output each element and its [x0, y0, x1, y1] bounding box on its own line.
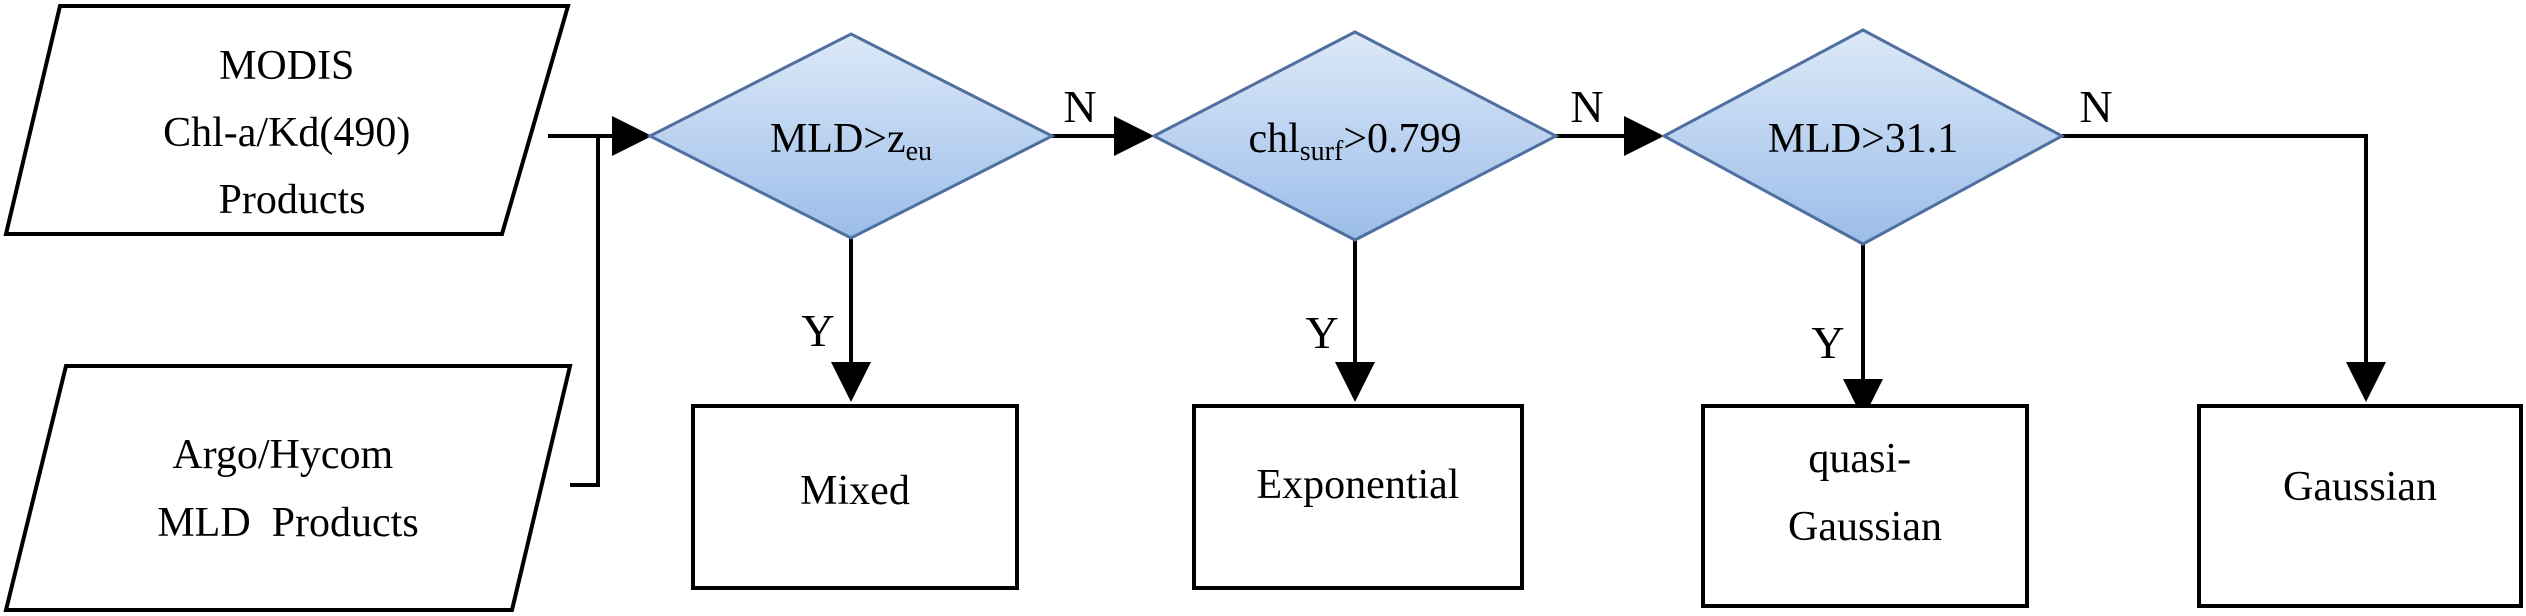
output-label-line: Mixed	[800, 468, 910, 514]
decision-label-subscript: surf	[1300, 136, 1344, 167]
branch-label-no: N	[2079, 81, 2112, 132]
branch-label-yes: Y	[1811, 317, 1844, 368]
input-label-line: Products	[219, 177, 366, 223]
svg-text:Gaussian: Gaussian	[2283, 464, 2437, 510]
input-modis-products: MODIS Chl-a/Kd(490) Products	[3, 3, 571, 236]
output-label-line: Gaussian	[1788, 504, 1942, 550]
svg-text:Mixed: Mixed	[800, 468, 910, 514]
branch-label-no: N	[1570, 81, 1603, 132]
decision-mld-greater-than-31-1: MLD>31.1	[1660, 28, 2066, 246]
input-label-line: Chl-a/Kd(490)	[163, 110, 410, 156]
decision-label: MLD>z	[770, 116, 906, 162]
output-label-line: quasi-	[1808, 436, 1911, 482]
decision-label-subscript: eu	[906, 136, 932, 167]
connector-decision-3-to-gaussian	[2062, 134, 2386, 402]
branch-labels: N N N Y Y Y	[801, 81, 2112, 368]
decision-label: MLD>31.1	[1768, 116, 1959, 162]
decision-shape	[1150, 30, 1560, 242]
branch-label-yes: Y	[1305, 307, 1338, 358]
branch-label-no: N	[1063, 81, 1096, 132]
input-label-line: Argo/Hycom	[172, 432, 393, 478]
output-label-line: Gaussian	[2283, 464, 2437, 510]
decision-shape	[1660, 28, 2066, 246]
svg-text:Argo/Hycom MLD Products: Argo/Hycom MLD Products	[157, 432, 418, 546]
output-gaussian: Gaussian	[2197, 404, 2523, 608]
connectors	[548, 116, 2386, 487]
svg-text:Exponential: Exponential	[1257, 462, 1460, 508]
input-label-line: MODIS	[219, 43, 354, 89]
input-shape	[3, 3, 571, 236]
decision-shape	[646, 32, 1056, 240]
input-shape	[3, 364, 573, 612]
decision-mld-greater-than-zeu: MLD>zeu	[646, 32, 1056, 240]
input-argo-hycom-mld-products: Argo/Hycom MLD Products	[3, 364, 573, 612]
branch-label-yes: Y	[801, 305, 834, 356]
output-label-line: Exponential	[1257, 462, 1460, 508]
output-box	[691, 404, 1019, 590]
svg-text:quasi- Gaussian: quasi- Gaussian	[1788, 436, 1942, 550]
output-quasi-gaussian: quasi- Gaussian	[1701, 404, 2029, 608]
decision-label: chl	[1248, 116, 1299, 162]
svg-text:chlsurf>0.799: chlsurf>0.799	[1248, 116, 1461, 167]
connector-argo-to-merge	[570, 136, 600, 487]
svg-text:MLD>31.1: MLD>31.1	[1768, 116, 1959, 162]
svg-text:MLD>zeu: MLD>zeu	[770, 116, 932, 167]
svg-text:MODIS Chl-a/Kd(490): MODIS Chl-a/Kd(490) Products	[163, 43, 421, 223]
output-mixed: Mixed	[691, 404, 1019, 590]
output-box	[1701, 404, 2029, 608]
output-exponential: Exponential	[1192, 404, 1524, 590]
decision-chl-surf-greater-than-0799: chlsurf>0.799	[1150, 30, 1560, 242]
output-box	[1192, 404, 1524, 590]
output-box	[2197, 404, 2523, 608]
input-label-line: MLD Products	[157, 500, 418, 546]
decision-label-tail: >0.799	[1343, 116, 1461, 162]
